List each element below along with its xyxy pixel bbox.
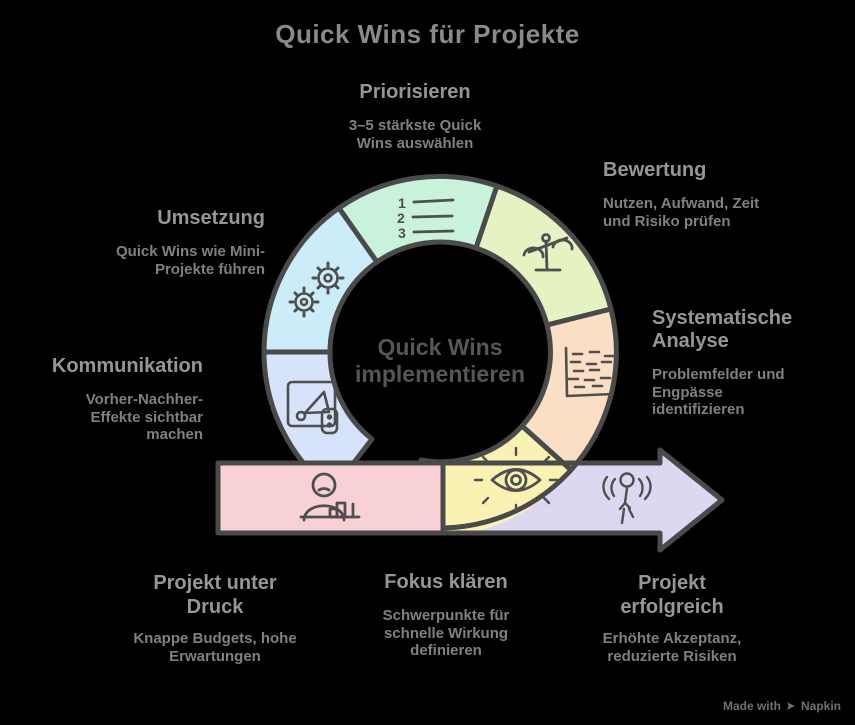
numbered-list-icon: 1 2 3	[397, 195, 455, 241]
gears-icon	[288, 261, 345, 318]
watermark-prefix: Made with	[722, 699, 781, 713]
celebrating-person-icon	[602, 472, 652, 525]
flow-band-outline	[440, 447, 725, 553]
watermark-brand: Napkin	[800, 699, 841, 713]
focus-eye-icon	[473, 446, 559, 514]
label-priorisieren-heading: Priorisieren	[359, 81, 471, 103]
page-title: Quick Wins für Projekte	[275, 19, 580, 49]
label-umsetzung: Umsetzung Quick Wins wie Mini- Projekte …	[20, 207, 265, 278]
label-kommunikation-body: Vorher-Nachher- Effekte sichtbar machen	[85, 391, 203, 443]
water-level-icon	[564, 346, 616, 398]
label-priorisieren: Priorisieren 3–5 stärkste Quick Wins aus…	[265, 81, 565, 152]
label-kommunikation-heading: Kommunikation	[51, 355, 203, 377]
label-bewertung-heading: Bewertung	[603, 159, 707, 181]
label-fokus-klaeren-heading: Fokus klären	[384, 571, 508, 593]
label-projekt-erfolgreich: Projekt erfolgreich Erhöhte Akzeptanz, r…	[522, 571, 822, 665]
megaphone-presentation-icon	[286, 380, 339, 435]
list-number-3: 3	[398, 225, 406, 241]
pen-nib-icon	[786, 702, 795, 710]
list-number-1: 1	[398, 195, 406, 211]
watermark: Made with Napkin	[723, 699, 841, 713]
label-systematische-analyse-heading: Systematische Analyse	[652, 307, 793, 352]
label-projekt-unter-druck-body: Knappe Budgets, hohe Erwartungen	[133, 630, 297, 665]
center-label: Quick Wins implementieren	[355, 334, 525, 387]
label-kommunikation: Kommunikation Vorher-Nachher- Effekte si…	[0, 355, 203, 444]
label-priorisieren-body: 3–5 stärkste Quick Wins auswählen	[348, 117, 482, 152]
segment-kommunikation	[261, 349, 375, 494]
label-systematische-analyse: Systematische Analyse Problemfelder und …	[652, 307, 837, 419]
list-number-2: 2	[397, 210, 405, 226]
flow-band-projekt-unter-druck	[215, 460, 446, 536]
label-bewertung: Bewertung Nutzen, Aufwand, Zeit und Risi…	[603, 159, 833, 230]
label-fokus-klaeren-body: Schwerpunkte für schnelle Wirkung defini…	[382, 607, 510, 659]
label-projekt-erfolgreich-heading: Projekt erfolgreich	[620, 572, 724, 618]
balance-scale-icon	[522, 233, 574, 272]
label-umsetzung-heading: Umsetzung	[157, 207, 265, 229]
label-projekt-unter-druck-heading: Projekt unter Druck	[153, 572, 277, 618]
label-systematische-analyse-body: Problemfelder und Engpässe identifiziere…	[652, 366, 785, 418]
label-projekt-unter-druck: Projekt unter Druck Knappe Budgets, hohe…	[65, 571, 365, 665]
label-bewertung-body: Nutzen, Aufwand, Zeit und Risiko prüfen	[603, 195, 760, 230]
label-projekt-erfolgreich-body: Erhöhte Akzeptanz, reduzierte Risiken	[602, 630, 742, 665]
flow-arrow-projekt-erfolgreich	[470, 450, 722, 550]
label-fokus-klaeren: Fokus klären Schwerpunkte für schnelle W…	[296, 571, 596, 660]
person-at-desk-icon	[299, 472, 361, 522]
label-umsetzung-body: Quick Wins wie Mini- Projekte führen	[115, 243, 265, 278]
